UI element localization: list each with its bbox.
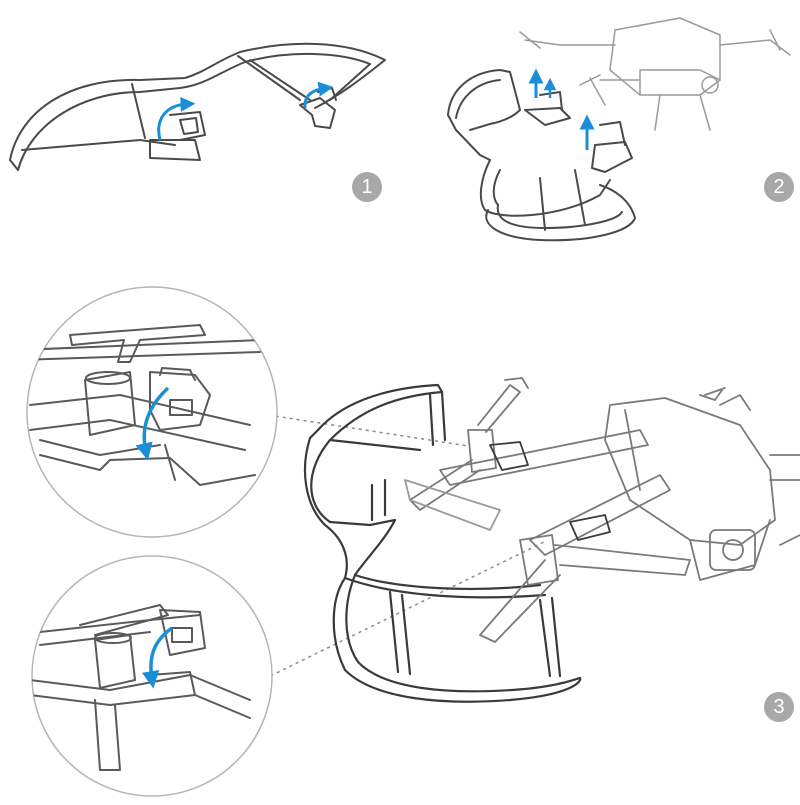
step2-illustration xyxy=(447,17,791,242)
step2-clip-bottom xyxy=(591,141,633,173)
step3-clip-lower xyxy=(569,514,611,541)
step1-guard-ring xyxy=(9,42,386,161)
curved-arrow-icon xyxy=(135,386,170,461)
step3-clip-upper xyxy=(489,441,529,471)
callout-bottom xyxy=(31,555,273,797)
callout-leader-lines xyxy=(257,413,545,683)
step-badge-3: 3 xyxy=(764,692,794,722)
step-badge-2: 2 xyxy=(764,172,794,202)
callout-top xyxy=(26,286,278,538)
curved-arrow-icon xyxy=(157,96,196,141)
step-badge-1: 1 xyxy=(352,172,382,202)
step3-drone xyxy=(404,377,800,643)
step3-guard xyxy=(303,383,582,703)
step1-clip-left xyxy=(149,111,206,161)
step1-illustration xyxy=(9,42,386,171)
step2-clip-top xyxy=(524,107,571,126)
step2-drone xyxy=(519,17,791,131)
step1-clip-right xyxy=(299,87,337,129)
curved-arrow-icon xyxy=(303,81,334,109)
curved-arrow-icon xyxy=(141,626,174,689)
